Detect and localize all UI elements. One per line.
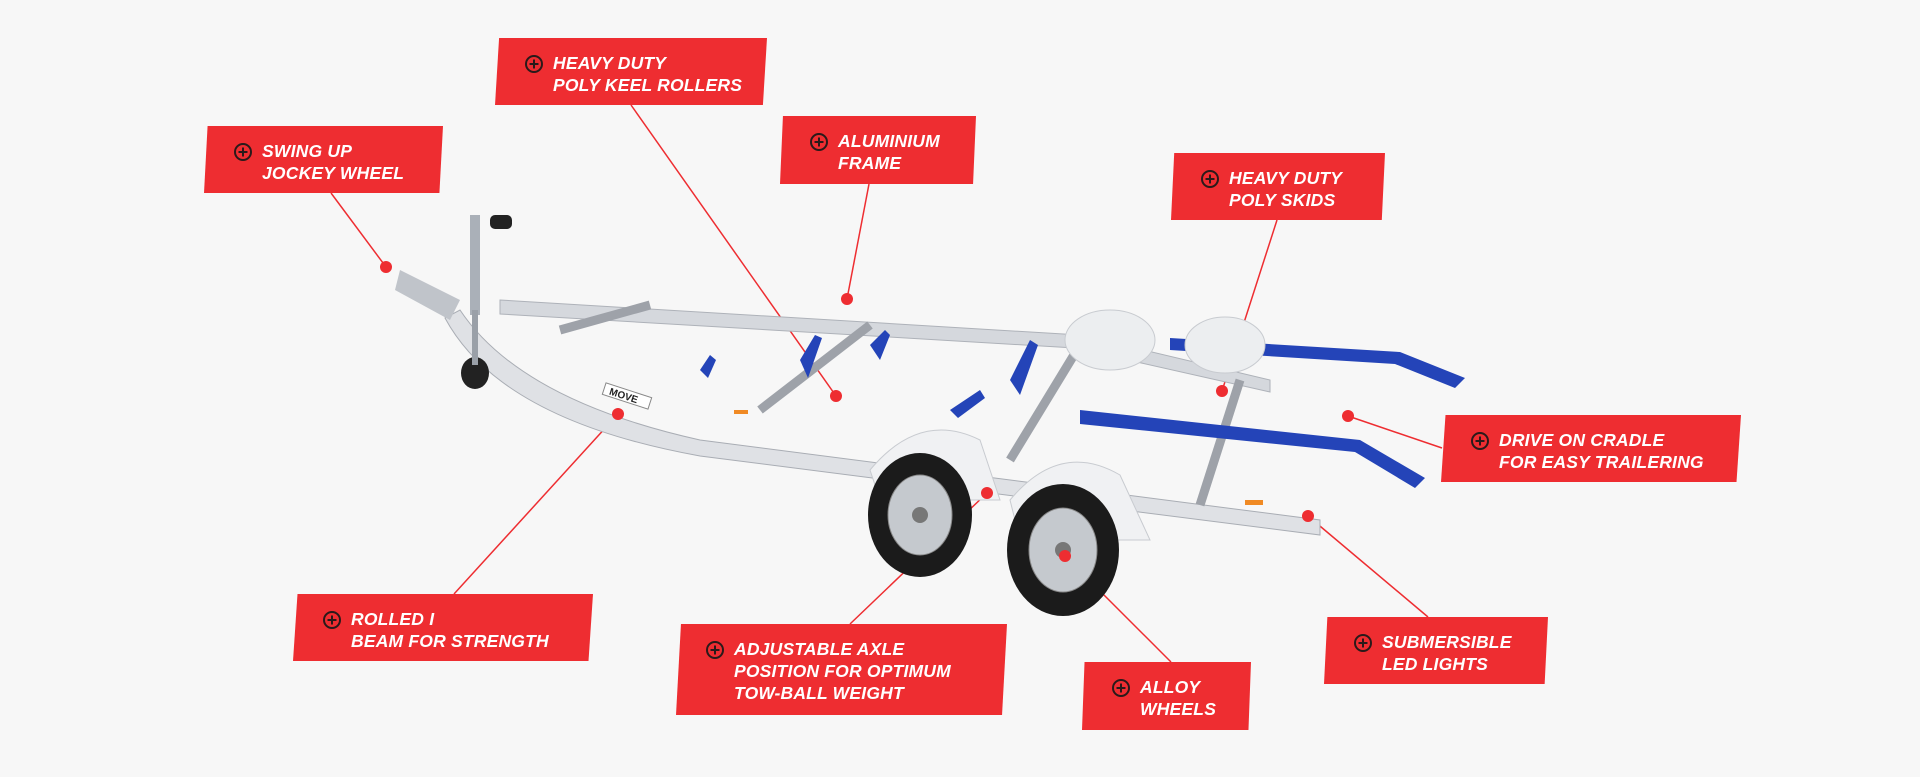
tag-line: LED lights: [1382, 654, 1489, 674]
leader-line-keel: [630, 104, 837, 397]
feature-tag-rolled-i-beam[interactable]: Rolled IBeam for strength: [293, 594, 593, 661]
jockey-post: [470, 215, 480, 315]
plus-circle-icon: [323, 611, 341, 629]
leader-lines: [330, 104, 1443, 663]
tag-line: Heavy duty: [1229, 168, 1343, 188]
tag-line: Heavy duty: [553, 53, 667, 73]
leader-line-cradle: [1347, 415, 1443, 449]
plus-circle-icon: [810, 133, 828, 151]
feature-tag-adjustable-axle[interactable]: Adjustable axlePosition for optimumTow-b…: [676, 624, 1007, 715]
feature-tag-led-lights[interactable]: SubmersibleLED lights: [1324, 617, 1548, 684]
tag-line: Drive on cradle: [1499, 430, 1665, 450]
alloy-wheel: [1007, 484, 1119, 616]
alloy-wheel: [868, 453, 972, 577]
plus-circle-icon: [525, 55, 543, 73]
tag-line: Frame: [838, 153, 902, 173]
tag-line: Jockey wheel: [262, 163, 405, 183]
tag-line: Rolled I: [351, 609, 435, 629]
callout-dots: [380, 261, 1354, 562]
tag-line: Wheels: [1140, 699, 1217, 719]
tag-line: Beam for strength: [351, 631, 549, 651]
plus-circle-icon: [1112, 679, 1130, 697]
feature-tag-poly-skids[interactable]: Heavy dutyPoly skids: [1171, 153, 1385, 220]
tag-line: Adjustable axle: [734, 639, 905, 659]
plus-circle-icon: [234, 143, 252, 161]
tag-line: For easy trailering: [1499, 452, 1704, 472]
tag-line: Tow-ball weight: [734, 683, 904, 703]
feature-tag-aluminium-frame[interactable]: AluminiumFrame: [780, 116, 976, 184]
tag-line: Aluminium: [838, 131, 940, 151]
tag-line: Submersible: [1382, 632, 1512, 652]
leader-line-beam: [453, 413, 619, 595]
tag-line: Poly keel rollers: [553, 75, 743, 95]
plus-circle-icon: [1471, 432, 1489, 450]
leader-line-frame: [846, 183, 870, 300]
feature-tag-alloy-wheels[interactable]: AlloyWheels: [1082, 662, 1251, 730]
plus-circle-icon: [1354, 634, 1372, 652]
tag-line: Position for optimum: [734, 661, 951, 681]
tag-line: Poly skids: [1229, 190, 1336, 210]
tag-line: Swing up: [262, 141, 353, 161]
leader-line-lights: [1307, 515, 1429, 618]
feature-tag-keel-rollers[interactable]: Heavy dutyPoly keel rollers: [495, 38, 767, 105]
trailer: MOVE: [395, 215, 1465, 616]
poly-skid: [1080, 410, 1425, 488]
jockey-wheel: [461, 357, 489, 389]
leader-line-jockey: [330, 192, 387, 268]
plus-circle-icon: [1201, 170, 1219, 188]
feature-tag-drive-on-cradle[interactable]: Drive on cradleFor easy trailering: [1441, 415, 1741, 482]
plus-circle-icon: [706, 641, 724, 659]
feature-tag-jockey-wheel[interactable]: Swing upJockey wheel: [204, 126, 443, 193]
tag-line: Alloy: [1140, 677, 1201, 697]
